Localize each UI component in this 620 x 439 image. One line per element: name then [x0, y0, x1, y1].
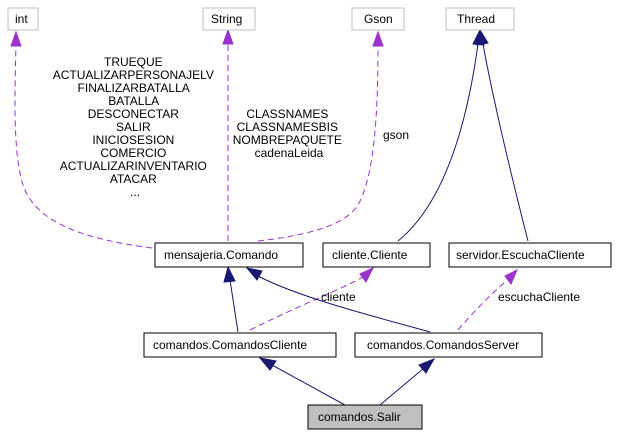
- string-members-label: CLASSNAMES CLASSNAMESBIS NOMBREPAQUETE c…: [233, 107, 345, 160]
- arrowhead-string: [222, 28, 234, 45]
- svg-text:int: int: [15, 12, 28, 26]
- node-salir[interactable]: comandos.Salir: [307, 404, 423, 430]
- arrowhead-cliente: [359, 266, 375, 283]
- node-cliente[interactable]: cliente.Cliente: [322, 242, 431, 268]
- svg-text:String: String: [211, 12, 242, 26]
- svg-text:Thread: Thread: [457, 12, 495, 26]
- edge-comandosserver-comando: [257, 275, 431, 333]
- escucha-member-label: escuchaCliente: [498, 290, 580, 304]
- edge-comandoscliente-comando: [229, 279, 239, 333]
- svg-text:comandos.ComandosCliente: comandos.ComandosCliente: [153, 338, 307, 352]
- svg-text:mensajeria.Comando: mensajeria.Comando: [164, 248, 278, 262]
- node-gson[interactable]: Gson: [351, 7, 405, 31]
- arrowhead-comando-2: [245, 267, 263, 281]
- svg-text:Gson: Gson: [364, 12, 393, 26]
- arrowhead-int: [10, 30, 22, 47]
- arrowhead-comandoscliente: [258, 357, 277, 371]
- gson-member-label: gson: [383, 128, 409, 142]
- node-comando[interactable]: mensajeria.Comando: [154, 242, 304, 268]
- svg-text:comandos.ComandosServer: comandos.ComandosServer: [367, 338, 519, 352]
- node-comandos-server[interactable]: comandos.ComandosServer: [354, 332, 543, 358]
- node-thread[interactable]: Thread: [445, 7, 515, 31]
- edge-escucha-thread: [482, 43, 529, 242]
- svg-text:servidor.EscuchaCliente: servidor.EscuchaCliente: [456, 248, 585, 262]
- edge-comando-int: [14, 43, 153, 249]
- node-int[interactable]: int: [7, 7, 39, 31]
- svg-text:cliente.Cliente: cliente.Cliente: [332, 248, 408, 262]
- edge-comandosserver-escucha: [457, 277, 511, 331]
- int-members-label: TRUEQUE ACTUALIZARPERSONAJELV FINALIZARB…: [53, 55, 218, 199]
- edge-salir-comandosserver: [379, 367, 425, 406]
- cliente-member-label: cliente: [321, 290, 356, 304]
- edge-salir-comandoscliente: [271, 364, 346, 406]
- arrowhead-comandosserver: [418, 358, 436, 374]
- edge-comandoscliente-cliente: [249, 275, 366, 331]
- arrowhead-escucha: [504, 268, 518, 285]
- edge-cliente-thread: [397, 43, 479, 242]
- node-comandos-cliente[interactable]: comandos.ComandosCliente: [143, 332, 337, 358]
- node-string[interactable]: String: [202, 7, 256, 31]
- svg-text:comandos.Salir: comandos.Salir: [318, 410, 401, 424]
- node-escucha-cliente[interactable]: servidor.EscuchaCliente: [448, 242, 612, 268]
- arrowhead-comando-1: [223, 265, 236, 283]
- arrowhead-thread-2: [476, 28, 489, 46]
- arrowhead-gson: [372, 30, 384, 47]
